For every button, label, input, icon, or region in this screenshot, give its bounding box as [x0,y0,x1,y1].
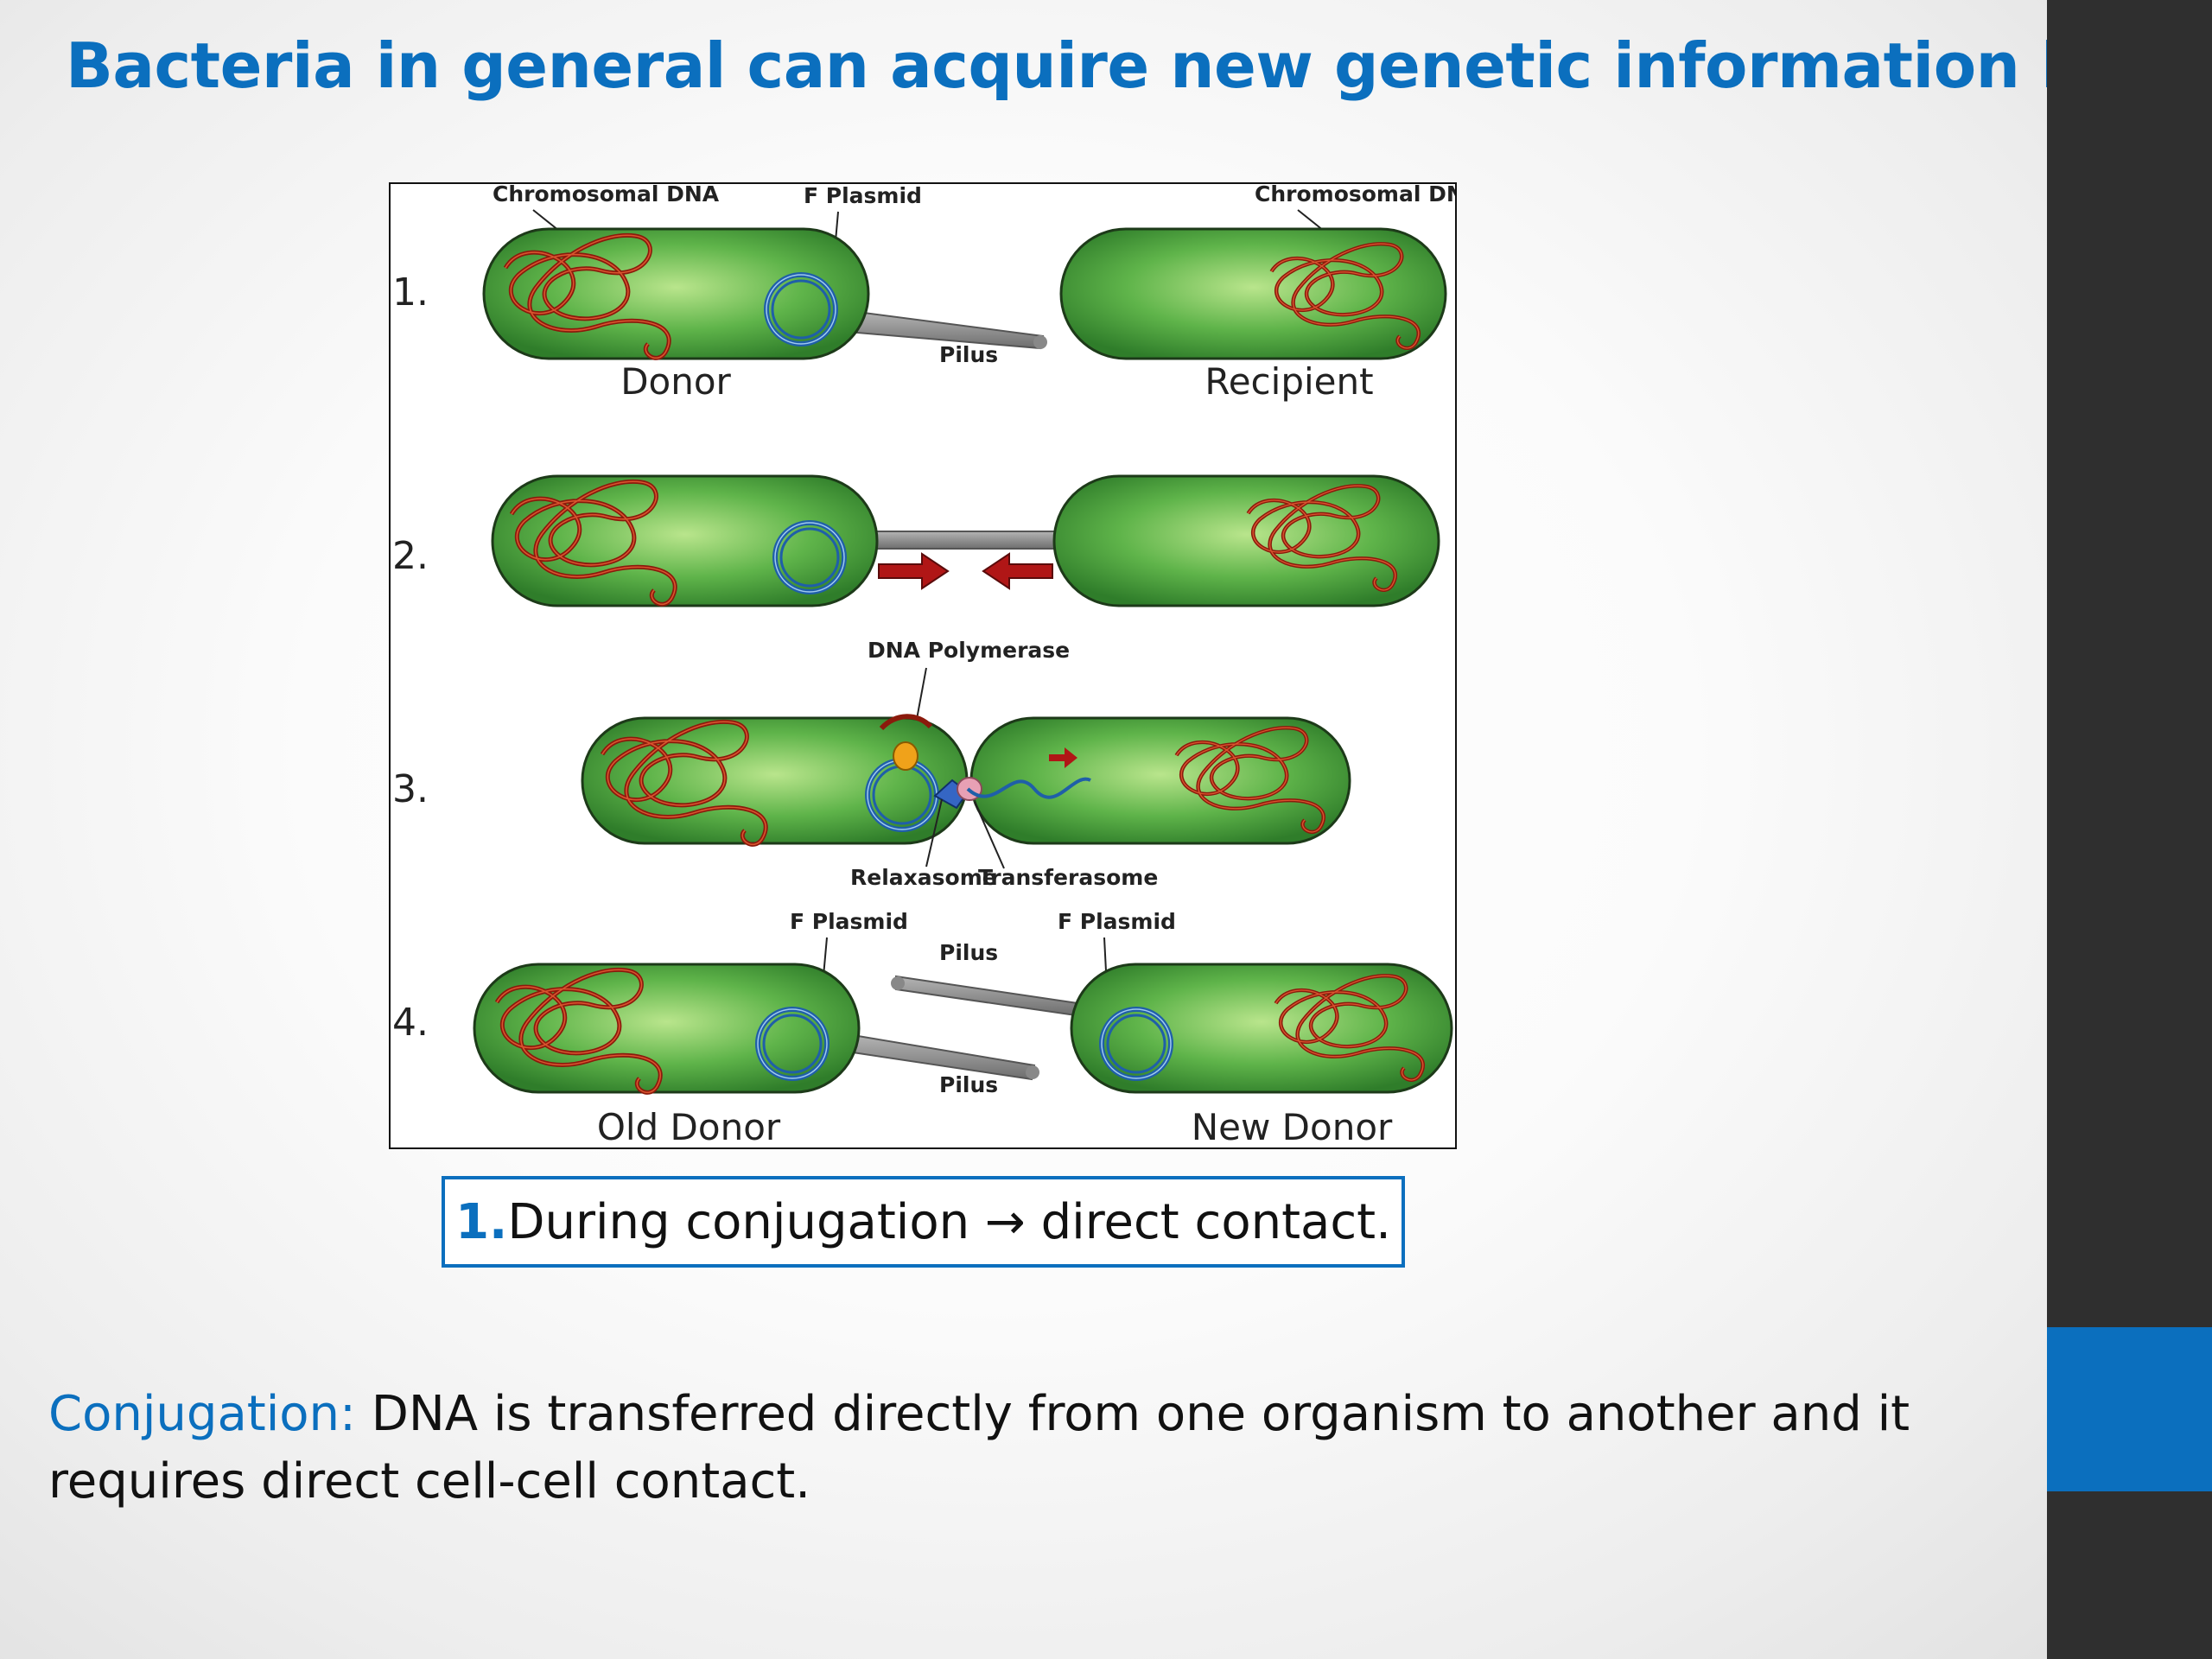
step-label-3: 3. [392,767,429,811]
label-relaxasome: Relaxasome [850,865,997,890]
recipient-cell-step1 [1059,227,1447,360]
caption-text: During conjugation → direct contact. [507,1193,1391,1250]
step-label-2: 2. [392,534,429,578]
recipient-cell-step2 [1052,474,1440,607]
label-f-plasmid-old: F Plasmid [790,909,908,934]
new-donor-cell [1070,963,1453,1094]
arrow-left-icon [982,552,1053,590]
label-recipient: Recipient [1205,360,1373,403]
label-chromosomal-dna-right: Chromosomal DNA [1255,184,1455,207]
label-transferasome: Transferasome [978,865,1158,890]
donor-cell-step2 [491,474,879,607]
donor-cell-step3 [581,716,969,844]
dna-polymerase-icon [879,714,933,771]
old-donor-cell [473,963,861,1092]
label-dna-polymerase: DNA Polymerase [868,638,1070,663]
caption-box: 1.During conjugation → direct contact. [442,1176,1405,1268]
label-pilus-4-bottom: Pilus [939,1072,998,1097]
donor-cell-step1 [482,227,870,359]
step-label-4: 4. [392,1001,429,1045]
caption-number: 1. [455,1193,508,1250]
slide-title: Bacteria in general can acquire new gene… [66,29,2150,102]
arrow-right-icon [878,552,950,590]
pilus-step4-top [891,975,1079,1017]
step-label-1: 1. [392,270,429,315]
transfer-direction-arrow-icon [1049,747,1077,768]
label-f-plasmid-top: F Plasmid [804,184,922,208]
definition-term: Conjugation: [48,1386,356,1442]
label-new-donor: New Donor [1192,1106,1393,1147]
sidebar-accent-block [2047,1327,2212,1491]
label-pilus-1: Pilus [939,342,998,367]
label-old-donor: Old Donor [597,1106,781,1147]
conjugation-definition: Conjugation: DNA is transferred directly… [48,1381,2027,1516]
label-f-plasmid-new: F Plasmid [1058,909,1176,934]
conjugation-diagram: 1. 2. 3. 4. Chromosomal DNA F Plasmid Ch… [389,182,1457,1149]
label-donor: Donor [620,360,731,403]
label-chromosomal-dna-left: Chromosomal DNA [493,184,720,207]
label-pilus-4-top: Pilus [939,940,998,965]
definition-text: DNA is transferred directly from one org… [48,1386,1910,1510]
pilus-step2 [869,531,1063,550]
recipient-cell-step3 [969,716,1351,845]
transferred-dna-strand [966,777,1091,799]
